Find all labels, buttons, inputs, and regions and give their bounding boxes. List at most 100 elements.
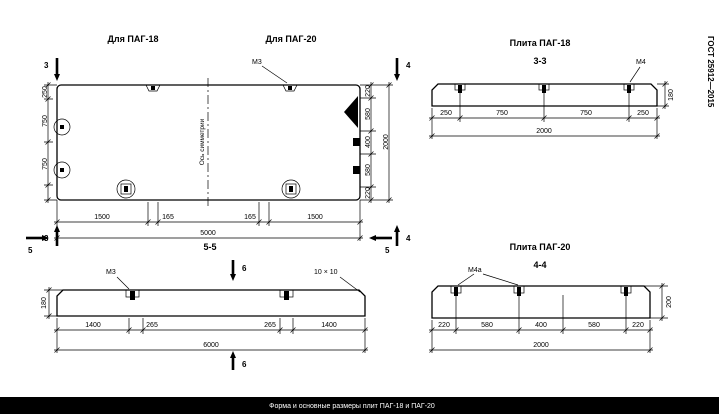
section-marker-label: 4 (406, 234, 411, 243)
bottom-extension-lines (56, 318, 366, 353)
notch-mark (288, 86, 292, 90)
dim-height-180: 180 (41, 297, 48, 309)
section-marker-6-top: 6 (230, 260, 247, 281)
strap-triangle (344, 96, 358, 128)
top-notches (145, 84, 298, 92)
dim-bottom-1500b: 1500 (307, 214, 323, 221)
loop-mark (458, 85, 462, 93)
section-5-5-body (56, 289, 366, 317)
dim-ticks (46, 287, 368, 353)
dim-height-200: 200 (666, 296, 673, 308)
m4-leader-line (629, 66, 641, 83)
caption-bar-background (0, 397, 719, 414)
caption-bar: Форма и основные размеры плит ПАГ-18 и П… (0, 397, 719, 414)
dim-1400a: 1400 (85, 322, 101, 329)
dim-total-2000: 2000 (533, 342, 549, 349)
notch-mark (151, 86, 155, 90)
dim-265a: 265 (146, 322, 158, 329)
left-dim-ticks (45, 82, 51, 203)
loop-anchor (289, 186, 293, 192)
m4a-callout-label: М4а (468, 267, 482, 274)
chamfer-leader-line (339, 276, 361, 293)
m3-leader-line (261, 65, 288, 84)
dim-250a: 250 (440, 110, 452, 117)
dim-height-180: 180 (668, 89, 675, 101)
dim-bottom-total-5000: 5000 (200, 230, 216, 237)
lifting-loop-circle (116, 179, 136, 199)
dim-ticks (429, 81, 668, 139)
section-4-4-view: Плита ПАГ-20 4-4 М4а 200 220 580 400 580… (429, 242, 673, 353)
dim-220b: 220 (632, 322, 644, 329)
bottom-extension-lines (56, 200, 361, 241)
dim-ticks (429, 283, 665, 353)
symmetry-axis-label: Ось симметрии (199, 118, 206, 165)
loop-mark (284, 291, 289, 300)
edge-fixture (353, 166, 360, 174)
loop-socket (285, 183, 297, 195)
section-4-4-label: 4-4 (533, 260, 546, 270)
section-marker-4-top: 4 (394, 58, 411, 81)
section-marker-label: 6 (242, 264, 247, 273)
loop-mark (454, 287, 458, 296)
section-marker-label: 5 (28, 246, 33, 255)
pag20-title: Плита ПАГ-20 (510, 242, 571, 252)
section-marker-5-right: 5 (369, 235, 392, 255)
section-marker-3-bottom: 3 (44, 225, 60, 246)
loop-mark (624, 287, 628, 296)
m4-callout-label: М4 (636, 59, 646, 66)
dim-left-750a: 750 (42, 115, 49, 127)
dim-right-400: 400 (365, 136, 372, 148)
plan-view: Для ПАГ-18 Для ПАГ-20 Ось симметрии М3 (26, 34, 411, 255)
bottom-extension-lines (431, 91, 658, 139)
edge-fixture (353, 138, 360, 146)
section-marker-label: 3 (44, 61, 49, 70)
dim-total-6000: 6000 (203, 342, 219, 349)
dim-750a: 750 (496, 110, 508, 117)
bottom-dim-chains (54, 221, 363, 239)
left-extension-lines (44, 84, 57, 201)
gost-number-label: ГОСТ 25912—2015 (706, 36, 715, 108)
loop-mark (542, 85, 546, 93)
dim-chains (48, 287, 368, 351)
section-5-5-view: 5-5 М3 10 × 10 6 6 180 1400 265 265 1400… (41, 242, 368, 370)
section-5-5-label: 5-5 (203, 242, 216, 252)
dim-right-total-2000: 2000 (383, 134, 390, 150)
section-3-3-view: Плита ПАГ-18 3-3 М4 180 250 750 750 250 … (429, 38, 675, 139)
height-extension-lines (657, 83, 669, 107)
right-dim-chains (370, 82, 390, 203)
dim-750b: 750 (580, 110, 592, 117)
section-marker-label: 6 (242, 360, 247, 369)
loop-anchor (60, 125, 64, 129)
dim-chains (429, 81, 666, 137)
section-marker-label: 4 (406, 61, 411, 70)
lifting-loop-circle (281, 179, 301, 199)
dim-580b: 580 (588, 322, 600, 329)
right-extension-lines (360, 84, 393, 201)
section-marker-6-bottom: 6 (230, 351, 247, 370)
pag20-section-body (431, 285, 651, 319)
m3-callout-label: М3 (252, 59, 262, 66)
height-extension-lines (644, 285, 668, 319)
dim-right-220b: 220 (365, 187, 372, 199)
dim-right-580a: 580 (365, 108, 372, 120)
m4a-leader-lines (457, 273, 519, 286)
pag18-title: Плита ПАГ-18 (510, 38, 571, 48)
loop-mark (517, 287, 521, 296)
dim-250b: 250 (637, 110, 649, 117)
right-dim-ticks (368, 82, 392, 203)
section-marker-4-bottom: 4 (394, 225, 411, 246)
dim-400: 400 (535, 322, 547, 329)
plan-title-pag18: Для ПАГ-18 (108, 34, 159, 44)
dim-bottom-1500a: 1500 (94, 214, 110, 221)
section-marker-5-left: 5 (26, 235, 49, 255)
m3-callout-label: М3 (106, 269, 116, 276)
loop-socket (120, 183, 132, 195)
dim-580a: 580 (481, 322, 493, 329)
plate-outline (56, 84, 361, 201)
dim-265b: 265 (264, 322, 276, 329)
dim-chains (429, 283, 663, 351)
dim-left-750b: 750 (42, 158, 49, 170)
chamfer-note-label: 10 × 10 (314, 269, 338, 276)
